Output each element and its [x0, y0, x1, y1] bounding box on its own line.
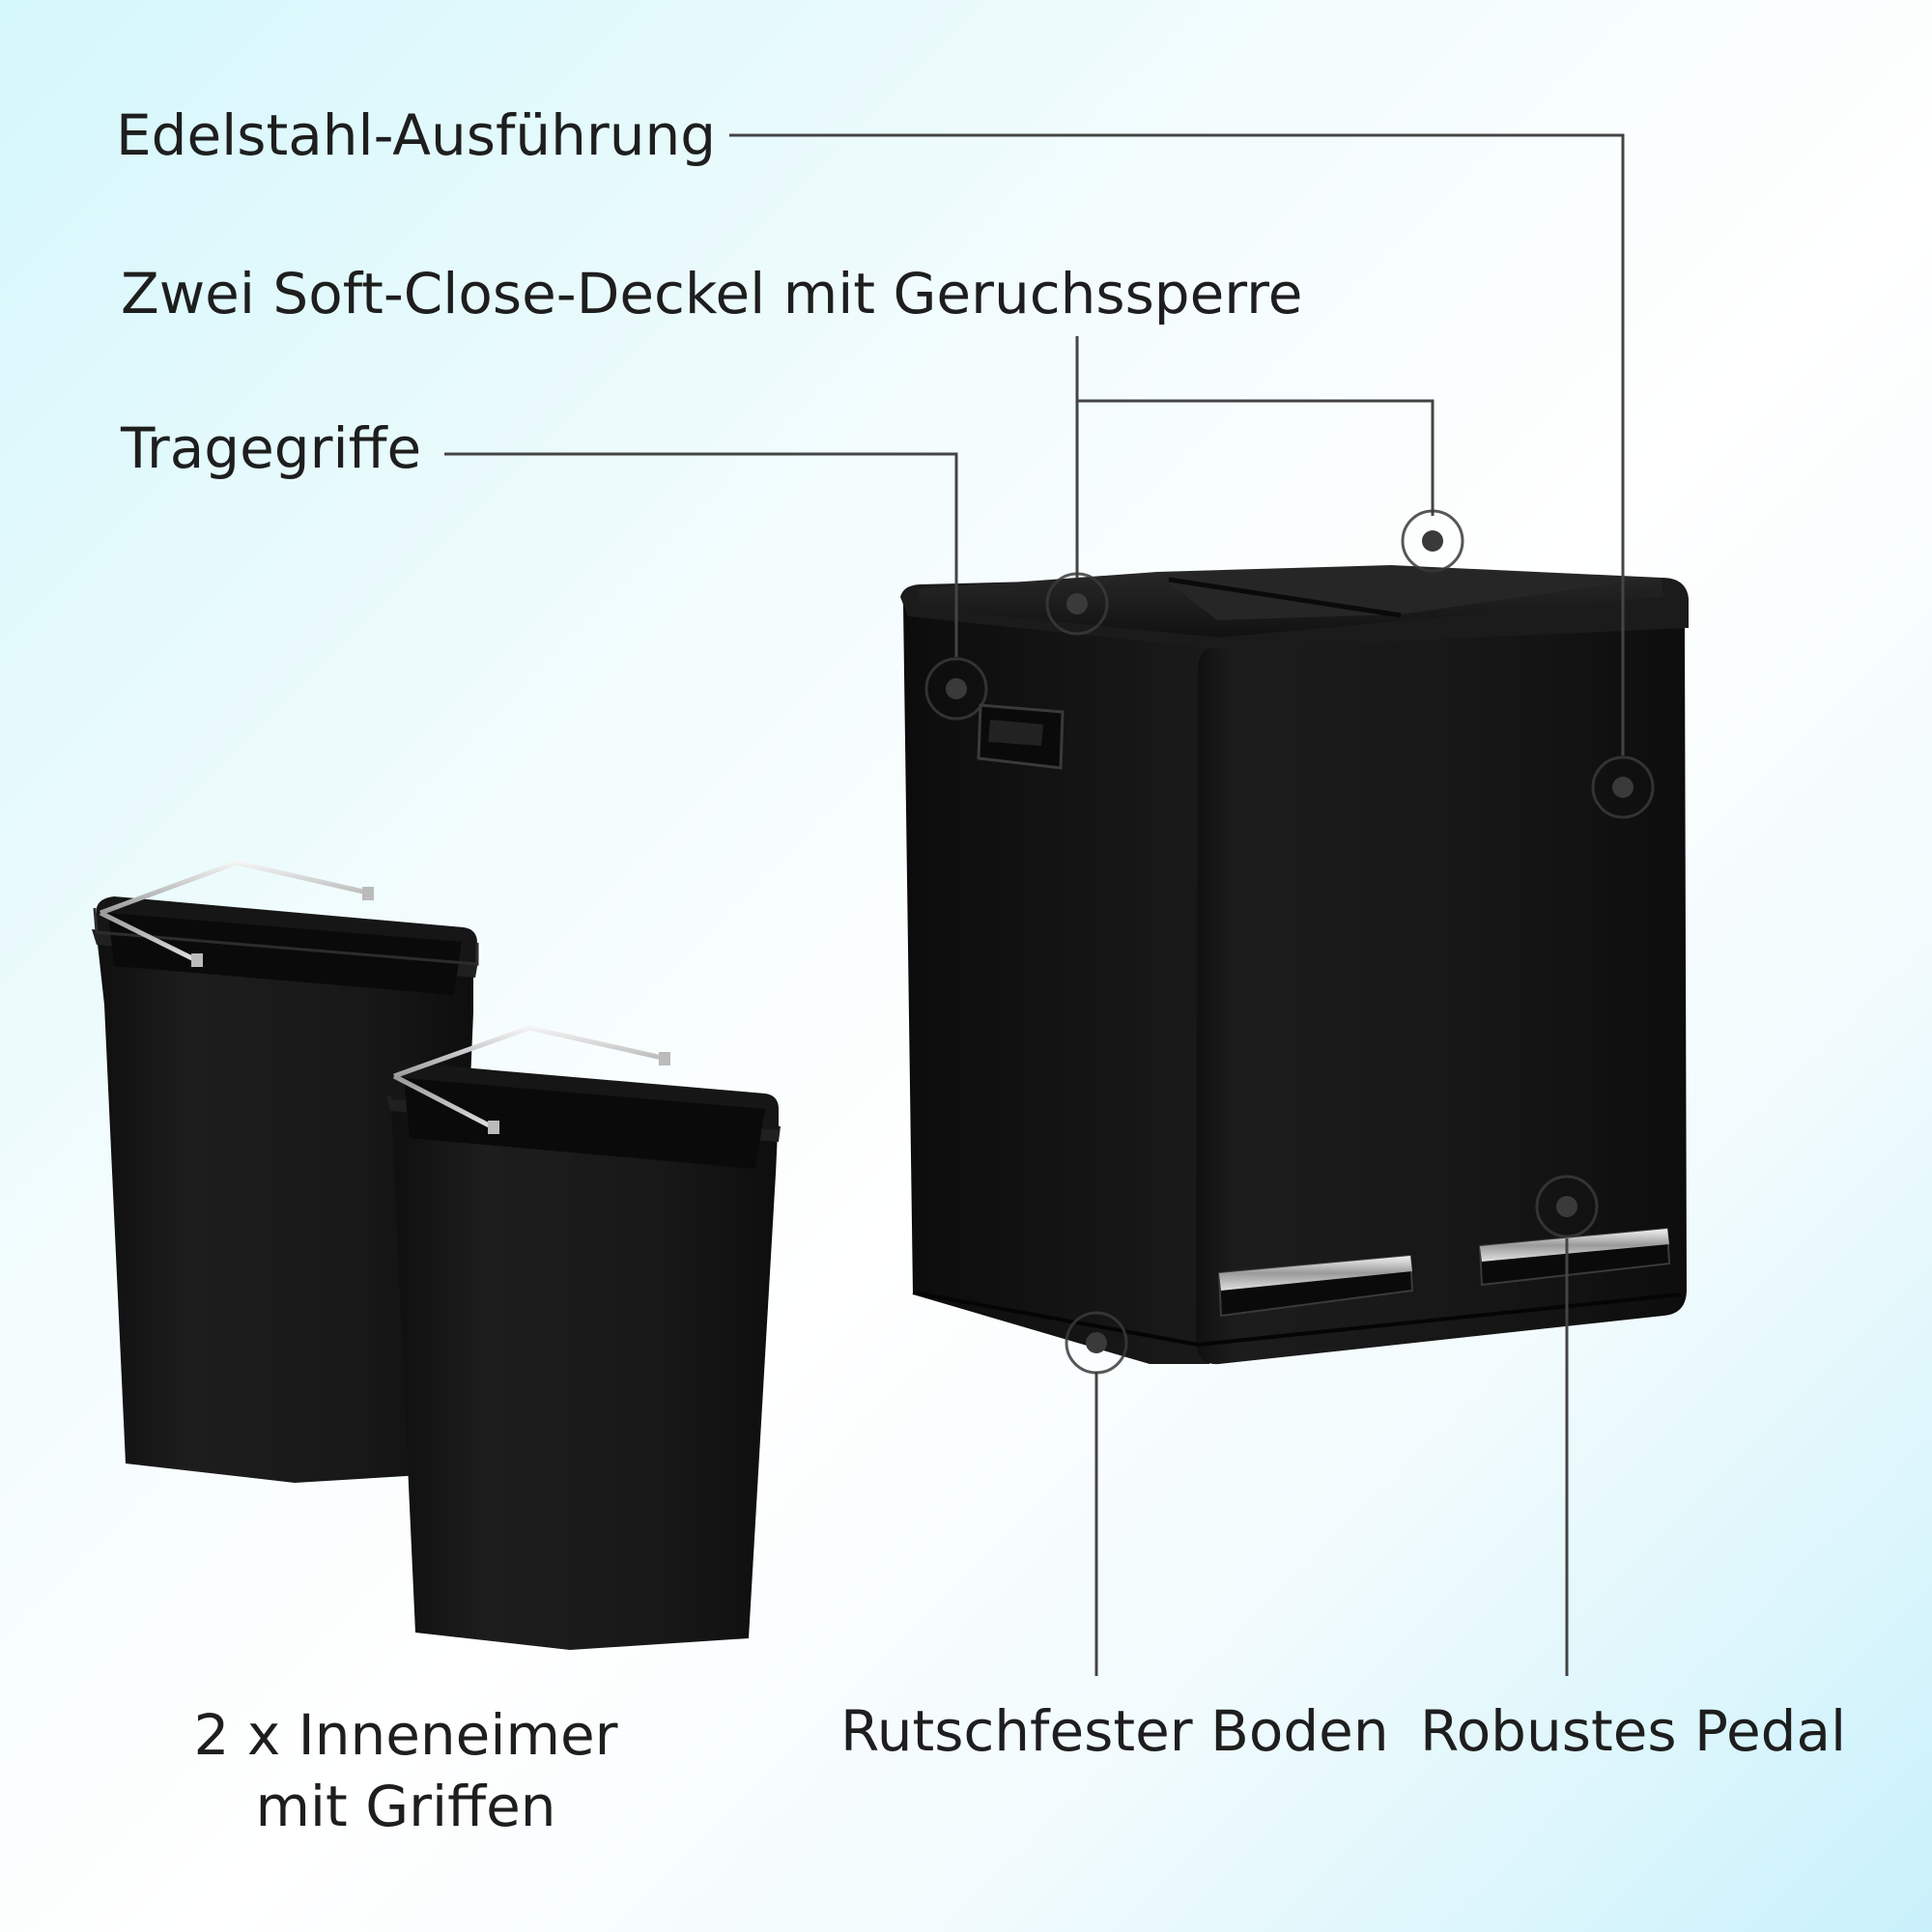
- callout-line-deckel: [1075, 336, 1435, 578]
- callout-line-trage: [444, 452, 958, 657]
- marker-base: [1065, 1311, 1128, 1375]
- callout-line-edelstahl: [729, 133, 1625, 755]
- dual-bin: [900, 565, 1689, 1365]
- label-carry-handles: Tragegriffe: [121, 415, 422, 481]
- inner-bucket-front: [386, 1025, 781, 1650]
- label-inner-buckets-line1: 2 x Inneneimer: [193, 1702, 618, 1768]
- marker-lid-left: [1045, 572, 1109, 636]
- pedal-left: [1217, 1254, 1414, 1318]
- callout-lines: [444, 133, 1625, 1676]
- label-non-slip-base: Rutschfester Boden: [840, 1698, 1389, 1764]
- marker-pedal: [1535, 1175, 1599, 1238]
- pedal-right: [1478, 1227, 1671, 1287]
- label-inner-buckets: 2 x Inneneimer mit Griffen: [184, 1700, 628, 1842]
- marker-stainless: [1591, 755, 1655, 819]
- label-soft-close-lids: Zwei Soft-Close-Deckel mit Geruchssperre: [121, 261, 1303, 327]
- label-inner-buckets-line2: mit Griffen: [255, 1773, 556, 1839]
- marker-lid-right: [1401, 509, 1464, 573]
- label-stainless-steel: Edelstahl-Ausführung: [116, 102, 717, 168]
- label-sturdy-pedal: Robustes Pedal: [1420, 1698, 1847, 1764]
- marker-handle: [924, 657, 988, 721]
- inner-bucket-back: [92, 860, 479, 1483]
